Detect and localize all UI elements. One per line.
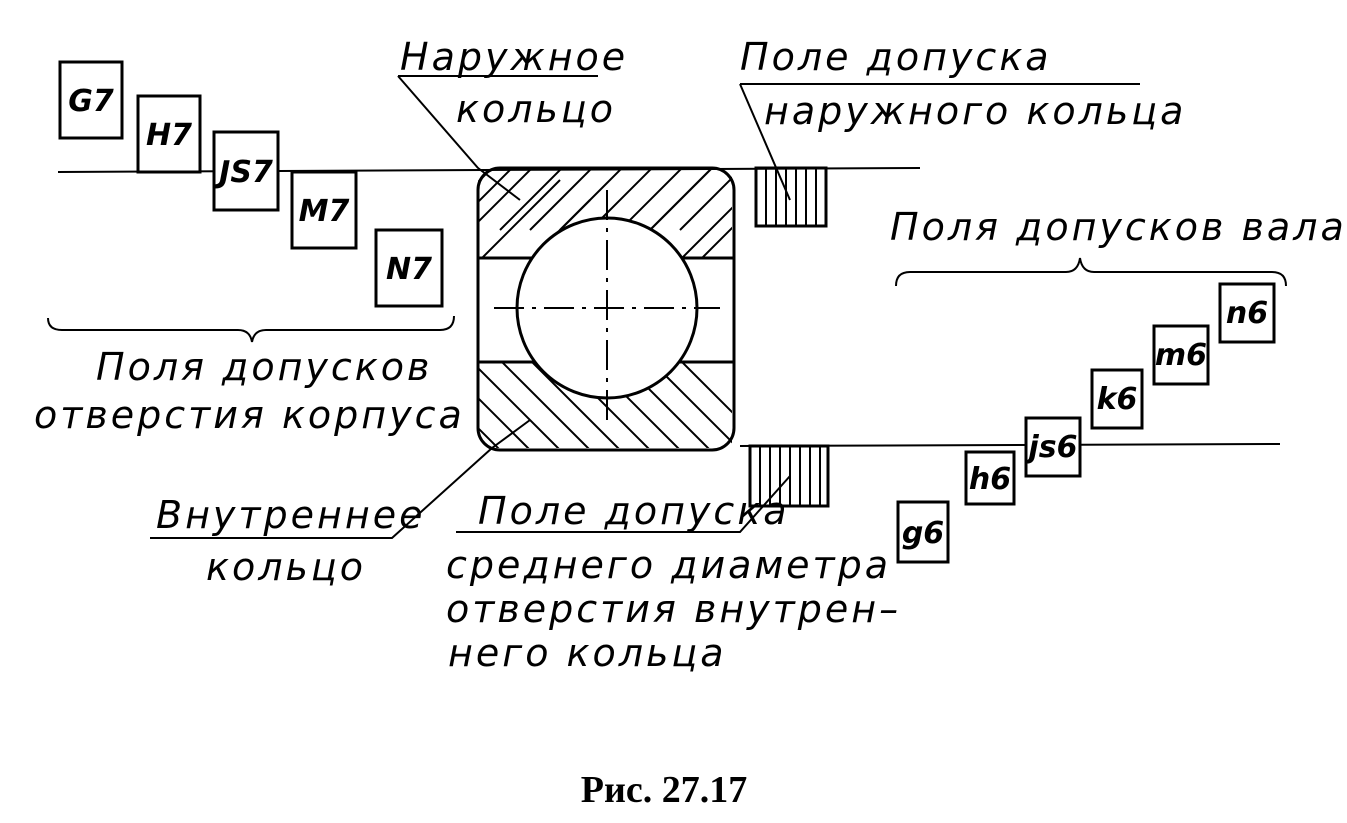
bearing-cross-section bbox=[476, 166, 736, 452]
svg-text:отверстия внутрен–: отверстия внутрен– bbox=[446, 587, 901, 631]
shaft-field-m6: m6 bbox=[1152, 324, 1210, 386]
inner-ring-label: Внутреннее кольцо bbox=[156, 493, 426, 589]
svg-text:Наружное: Наружное bbox=[400, 35, 628, 79]
svg-text:k6: k6 bbox=[1097, 382, 1138, 417]
inner-ring-tolerance-label: Поле допуска среднего диаметра отверстия… bbox=[446, 489, 901, 675]
svg-text:среднего диаметра: среднего диаметра bbox=[446, 543, 891, 587]
svg-text:N7: N7 bbox=[386, 252, 432, 287]
shaft-tolerances-label: Поля допусков вала bbox=[890, 205, 1347, 249]
svg-text:Внутреннее: Внутреннее bbox=[156, 493, 426, 537]
shaft-field-g6: g6 bbox=[896, 500, 950, 564]
housing-field-m7: M7 bbox=[290, 170, 358, 250]
outer-ring-tolerance-field bbox=[754, 166, 828, 228]
svg-text:Поле допуска: Поле допуска bbox=[740, 35, 1052, 79]
outer-ring-label: Наружное кольцо bbox=[400, 35, 628, 131]
inner-ring-leader bbox=[150, 419, 531, 539]
svg-text:m6: m6 bbox=[1155, 338, 1207, 373]
svg-text:отверстия корпуса: отверстия корпуса bbox=[34, 393, 465, 437]
shaft-field-h6: h6 bbox=[964, 450, 1016, 506]
svg-text:кольцо: кольцо bbox=[206, 545, 366, 589]
housing-brace bbox=[47, 315, 455, 343]
svg-text:кольцо: кольцо bbox=[456, 87, 616, 131]
svg-text:h6: h6 bbox=[969, 462, 1011, 497]
inner-ring-tolerance-leader bbox=[456, 475, 791, 533]
svg-text:M7: M7 bbox=[299, 194, 350, 229]
shaft-field-js6: js6 bbox=[1024, 416, 1082, 478]
svg-text:Поле допуска: Поле допуска bbox=[478, 489, 790, 533]
shaft-field-k6: k6 bbox=[1090, 368, 1144, 430]
shaft-zero-line bbox=[739, 443, 1281, 447]
svg-text:него кольца: него кольца bbox=[448, 631, 727, 675]
svg-text:n6: n6 bbox=[1226, 296, 1268, 331]
svg-text:js6: js6 bbox=[1024, 430, 1077, 465]
housing-field-g7: G7 bbox=[58, 60, 124, 140]
inner-ring-hatch bbox=[478, 362, 732, 448]
outer-ring-tolerance-leader bbox=[739, 83, 1140, 201]
figure-caption: Рис. 27.17 bbox=[581, 769, 747, 811]
shaft-brace bbox=[895, 257, 1287, 287]
housing-field-n7: N7 bbox=[374, 228, 444, 308]
housing-field-js7: JS7 bbox=[212, 130, 280, 212]
outer-ring-leader bbox=[397, 75, 598, 201]
outer-ring-tolerance-label: Поле допуска наружного кольца bbox=[740, 35, 1186, 133]
shaft-field-n6: n6 bbox=[1218, 282, 1276, 344]
svg-text:G7: G7 bbox=[68, 84, 114, 119]
svg-text:Поля допусков: Поля допусков bbox=[96, 345, 432, 389]
svg-text:JS7: JS7 bbox=[214, 155, 273, 190]
svg-text:H7: H7 bbox=[146, 118, 192, 153]
svg-text:g6: g6 bbox=[902, 516, 944, 551]
housing-tolerances-label: Поля допусков отверстия корпуса bbox=[34, 345, 465, 437]
housing-field-h7: H7 bbox=[136, 94, 202, 174]
svg-text:наружного кольца: наружного кольца bbox=[764, 89, 1186, 133]
